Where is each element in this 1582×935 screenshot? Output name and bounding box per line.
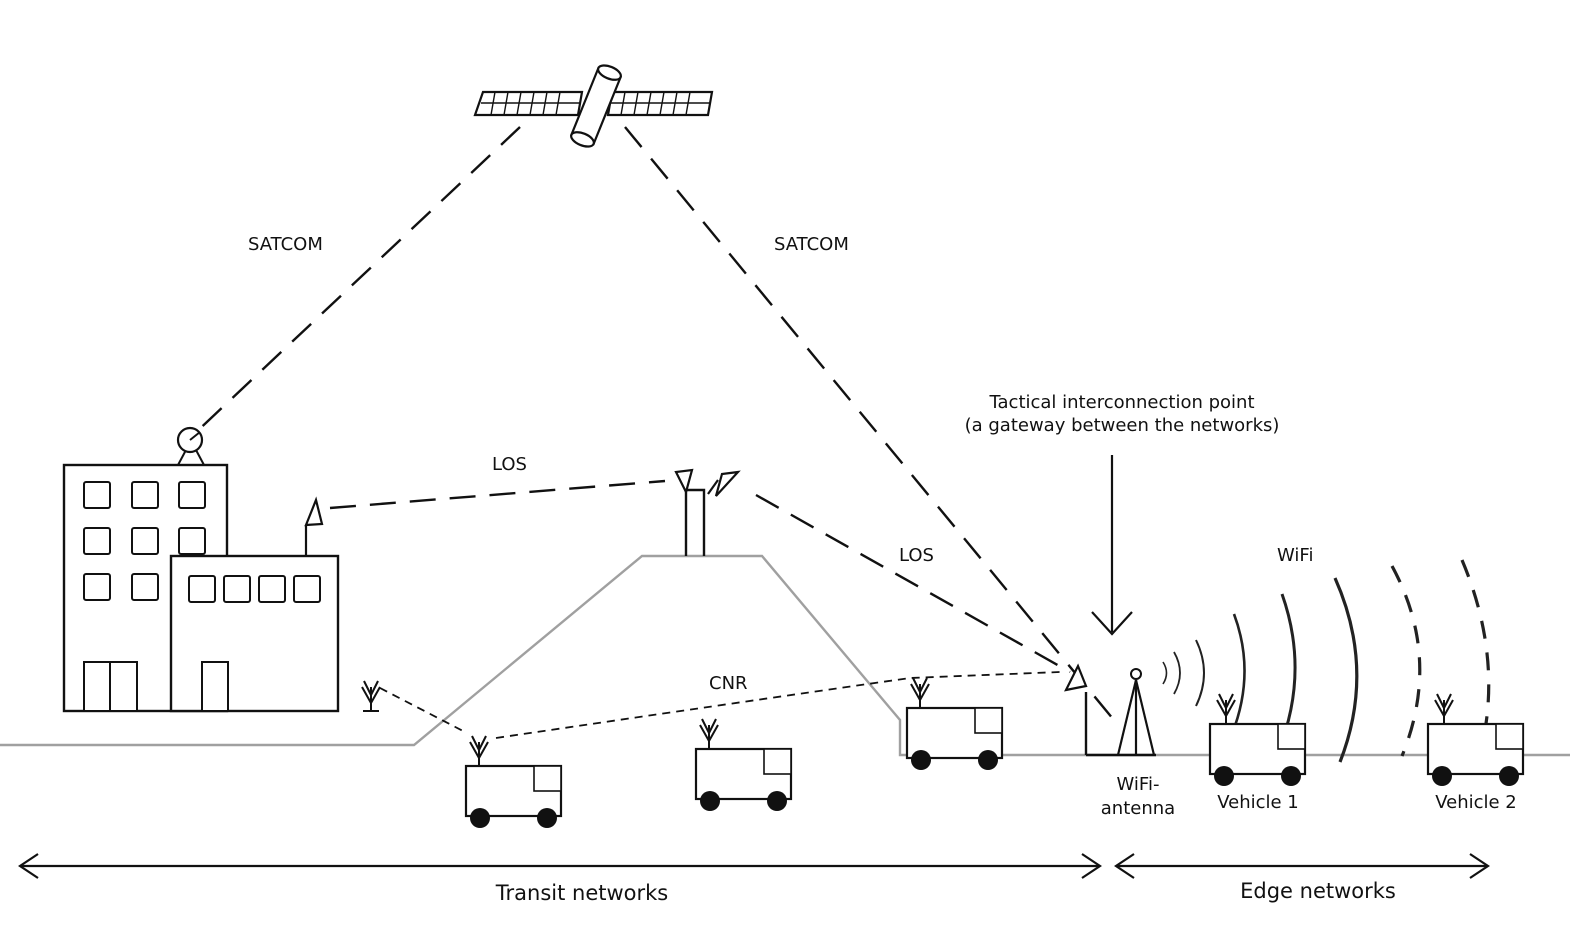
label-satcom-left: SATCOM	[248, 234, 323, 255]
gateway-los-antenna	[1064, 663, 1156, 757]
tip-arrow	[1091, 455, 1133, 636]
satellite-dish	[176, 426, 205, 466]
los-link-left	[329, 479, 666, 510]
label-wifi: WiFi	[1277, 545, 1313, 566]
label-transit-networks: Transit networks	[495, 881, 668, 905]
transit-range-arrow	[18, 853, 1102, 879]
label-los-right: LOS	[899, 545, 934, 566]
label-cnr: CNR	[709, 673, 748, 694]
label-edge-networks: Edge networks	[1240, 879, 1396, 903]
label-tip-line1: Tactical interconnection point	[989, 392, 1255, 413]
terrain-ground	[0, 554, 1570, 757]
satellite	[473, 64, 714, 148]
wifi-antenna-tower	[1116, 668, 1156, 756]
edge-range-arrow	[1114, 853, 1490, 879]
label-satcom-right: SATCOM	[774, 234, 849, 255]
label-los-left: LOS	[492, 454, 527, 475]
cnr-link-1	[379, 687, 466, 733]
los-antenna-hq	[304, 496, 324, 556]
label-wifi-antenna-line2: antenna	[1101, 798, 1175, 819]
label-vehicle-2: Vehicle 2	[1435, 792, 1517, 813]
hq-building-annex	[169, 554, 340, 713]
truck-3	[905, 677, 1004, 772]
label-tip-line2: (a gateway between the networks)	[965, 415, 1280, 436]
cnr-link-2	[495, 671, 1061, 739]
truck-2	[694, 718, 793, 813]
truck-1	[464, 735, 563, 830]
vehicle-2	[1426, 693, 1525, 788]
label-vehicle-1: Vehicle 1	[1217, 792, 1299, 813]
ground-antenna	[361, 680, 381, 712]
los-link-right	[755, 493, 1071, 674]
satcom-link-right	[624, 126, 1119, 726]
hilltop-relay	[674, 468, 741, 556]
satcom-link-left	[190, 126, 521, 438]
label-wifi-antenna-line1: WiFi-	[1117, 774, 1160, 795]
